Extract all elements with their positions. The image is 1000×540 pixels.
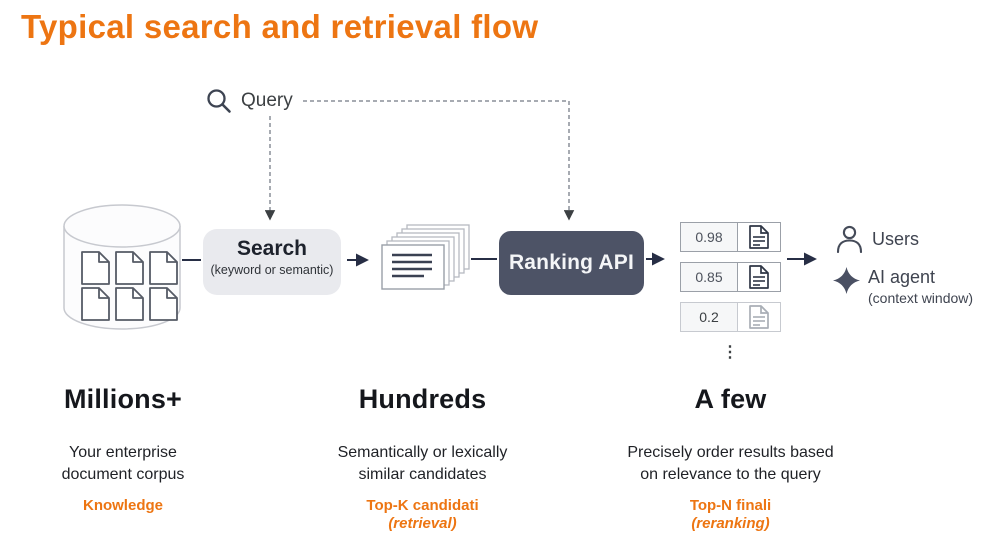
ranked-results-list: 0.98 0.85 [680,222,781,362]
person-icon [836,225,863,253]
magnifier-icon [207,89,231,113]
users-label: Users [872,228,920,249]
result-doc-cell [738,263,780,291]
query-group: Query [206,88,293,114]
ranked-result-row: 0.85 [680,262,781,292]
vertical-ellipsis-icon: ⋮ [722,344,739,361]
stage-heading: Millions+ [63,384,183,414]
stage-description: Precisely order results based on relevan… [627,444,834,484]
page-title: Typical search and retrieval flow [21,8,539,45]
stage-heading: A few [694,384,767,414]
search-node: Search (keyword or semantic) [203,229,341,295]
stage-retrieval: Hundreds Semantically or lexically simil… [300,384,545,532]
stage-description: Your enterprise document corpus [61,444,185,484]
result-doc-cell [738,303,780,331]
users-output: Users [836,225,919,253]
stage-tag: Top-N finali [689,496,772,514]
ranking-api-node: Ranking API [499,231,644,295]
stage-tag: Knowledge [82,496,163,514]
database-cylinder-icon [63,204,181,330]
query-label: Query [241,90,293,111]
document-icon [749,225,769,249]
stage-tag-note: (retrieval) [388,514,457,532]
stage-description: Semantically or lexically similar candid… [337,444,508,484]
result-score: 0.2 [681,303,738,331]
document-stack-icon [381,224,470,290]
ai-agent-label: AI agent [868,267,936,287]
search-node-subtitle: (keyword or semantic) [210,263,334,277]
ranked-result-row: 0.98 [680,222,781,252]
stage-reranking: A few Precisely order results based on r… [588,384,873,532]
stage-tag-note: (reranking) [691,514,770,532]
result-score: 0.98 [681,223,738,251]
stage-corpus: Millions+ Your enterprise document corpu… [18,384,228,515]
search-node-title: Search [236,237,308,260]
result-score: 0.85 [681,263,738,291]
ai-agent-output: AI agent (context window) [833,267,973,306]
ranked-result-row: 0.2 [680,302,781,332]
ranking-api-label: Ranking API [508,251,635,274]
stage-tag: Top-K candidati [366,496,479,514]
four-point-star-icon [833,267,860,294]
document-icon [749,265,769,289]
result-doc-cell [738,223,780,251]
document-icon [749,305,769,329]
ai-agent-note: (context window) [868,290,974,306]
stage-heading: Hundreds [358,384,487,414]
